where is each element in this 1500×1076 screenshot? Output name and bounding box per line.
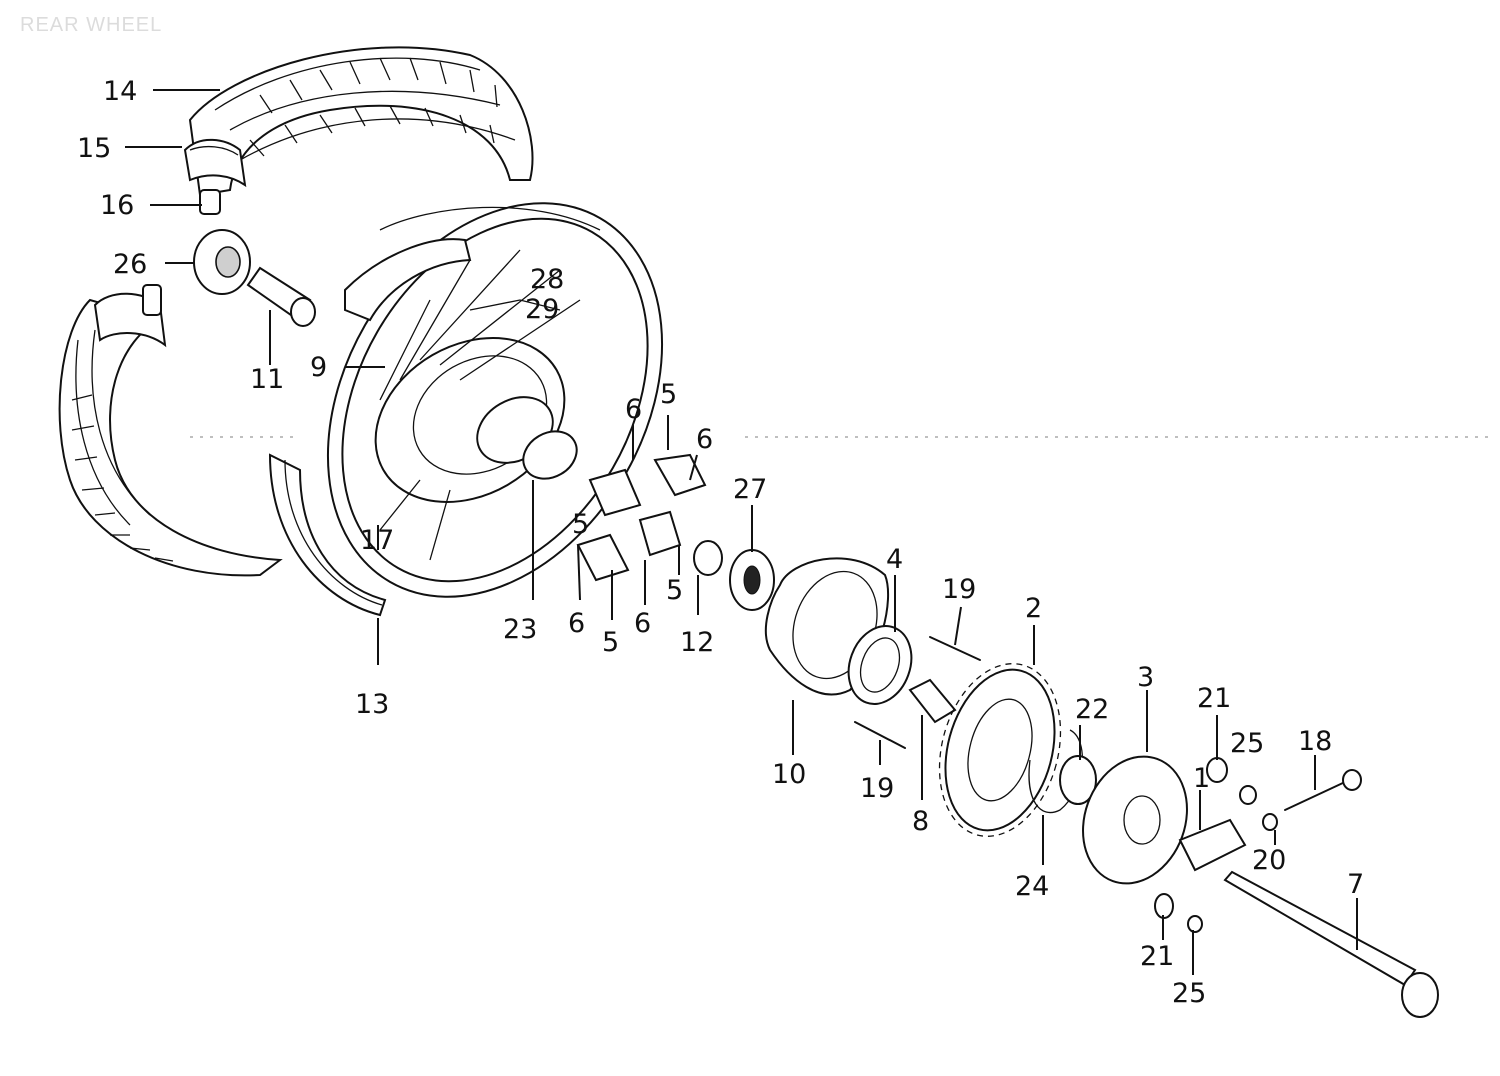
nut-25a: [1239, 785, 1257, 805]
callout-9: 9: [310, 352, 327, 383]
callout-12: 12: [680, 627, 714, 658]
circlip-24: [1028, 729, 1083, 814]
callout-17: 17: [360, 525, 394, 556]
seal-4: [847, 625, 913, 705]
callout-28: 28: [530, 264, 564, 295]
wheel-hub: [374, 249, 581, 561]
rim-band-upper: [344, 238, 472, 322]
spacer-11: [246, 266, 316, 327]
axle-7: [1223, 870, 1439, 1018]
bearing-27: [729, 549, 775, 611]
tube-15: [183, 138, 247, 188]
spoke-group: [469, 299, 561, 311]
callout-6d: 6: [634, 608, 651, 639]
diagram-title: REAR WHEEL: [20, 14, 163, 36]
sprocket-2: [938, 663, 1062, 837]
valve-16: [199, 189, 221, 215]
callout-labels: 14 15 16 26 11 9 28 29 17 13 23 6 5 6 27…: [77, 76, 1364, 1009]
callout-23: 23: [503, 614, 537, 645]
callout-5b: 5: [572, 509, 589, 540]
callout-29: 29: [525, 294, 559, 325]
tire-upper: [188, 46, 534, 197]
bearing-26: [193, 229, 251, 295]
bearing-22: [1059, 755, 1097, 805]
callout-1: 1: [1193, 763, 1210, 794]
spacer-8: [908, 678, 957, 724]
callout-26: 26: [113, 249, 147, 280]
rim-band-lower: [268, 453, 387, 617]
washer-21b: [1154, 893, 1174, 919]
callout-19a: 19: [942, 574, 976, 605]
nut-25b: [1187, 915, 1203, 933]
bolt-18: [1284, 769, 1362, 811]
callout-21a: 21: [1197, 683, 1231, 714]
leader-lines: [125, 89, 1358, 975]
callout-15: 15: [77, 133, 111, 164]
stud-bolt-19b: [854, 721, 906, 749]
callout-4: 4: [886, 544, 903, 575]
callout-6a: 6: [625, 394, 642, 425]
callout-22: 22: [1075, 694, 1109, 725]
damper-group: [576, 453, 707, 582]
callout-20: 20: [1252, 845, 1286, 876]
callout-16: 16: [100, 190, 134, 221]
callout-10: 10: [772, 759, 806, 790]
callout-3: 3: [1137, 662, 1154, 693]
collar-12: [693, 540, 723, 576]
callout-18: 18: [1298, 726, 1332, 757]
callout-5d: 5: [666, 575, 683, 606]
chain-adjuster-1: [1178, 818, 1247, 872]
callout-13: 13: [355, 689, 389, 720]
stud-bolt-19a: [929, 636, 981, 661]
nut-20: [1262, 813, 1278, 831]
callout-14: 14: [103, 76, 137, 107]
callout-25b: 25: [1172, 978, 1206, 1009]
callout-19b: 19: [860, 773, 894, 804]
callout-24: 24: [1015, 871, 1049, 902]
callout-25a: 25: [1230, 728, 1264, 759]
cover-3: [1082, 755, 1188, 885]
callout-11: 11: [250, 364, 284, 395]
callout-2: 2: [1025, 593, 1042, 624]
callout-5c: 5: [602, 627, 619, 658]
callout-6b: 6: [696, 424, 713, 455]
callout-8: 8: [912, 806, 929, 837]
callout-21b: 21: [1140, 941, 1174, 972]
callout-5a: 5: [660, 379, 677, 410]
tire-lower: [58, 284, 283, 577]
callout-6c: 6: [568, 608, 585, 639]
callout-7: 7: [1347, 869, 1364, 900]
callout-27: 27: [733, 474, 767, 505]
